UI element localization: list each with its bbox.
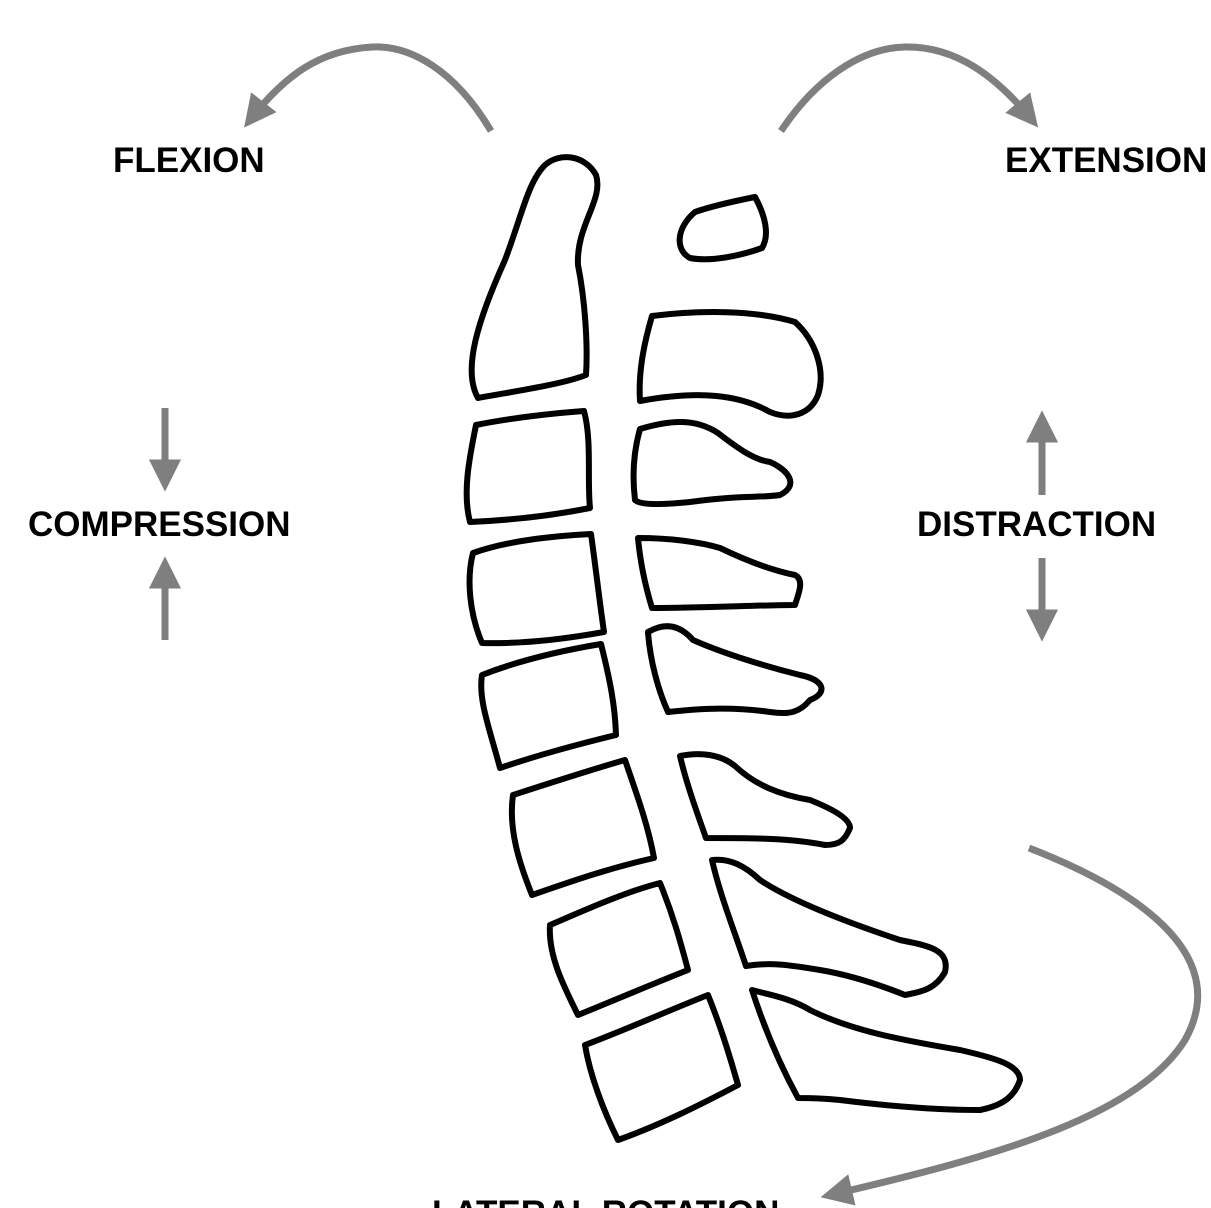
lateral-rotation-label: LATERAL ROTATION [432, 1194, 779, 1208]
spinous-process [752, 990, 1020, 1110]
vertebral-body [585, 995, 738, 1140]
motion-arrows [165, 47, 1198, 1195]
distraction-label: DISTRACTION [917, 505, 1156, 544]
extension-label: EXTENSION [1005, 141, 1207, 180]
posterior-arch [680, 197, 766, 259]
extension-arrow [781, 47, 1032, 131]
compression-label: COMPRESSION [28, 505, 291, 544]
spinous-process [638, 538, 800, 608]
posterior-elements [634, 197, 1020, 1110]
lateral-rotation-arrow [830, 848, 1198, 1195]
flexion-arrow [250, 47, 491, 131]
spinous-process [648, 626, 821, 713]
vertebral-body [481, 644, 616, 768]
flexion-label: FLEXION [113, 141, 265, 180]
vertebral-body [512, 760, 654, 895]
spinous-process [634, 422, 791, 504]
vertebral-body [467, 411, 590, 522]
odontoid-process [472, 157, 598, 398]
vertebral-body [470, 534, 604, 643]
vertebral-bodies [467, 157, 738, 1140]
vertebral-body [550, 883, 688, 1015]
spinous-process [680, 754, 850, 845]
spinous-process [712, 860, 946, 995]
spinous-process [640, 312, 821, 416]
